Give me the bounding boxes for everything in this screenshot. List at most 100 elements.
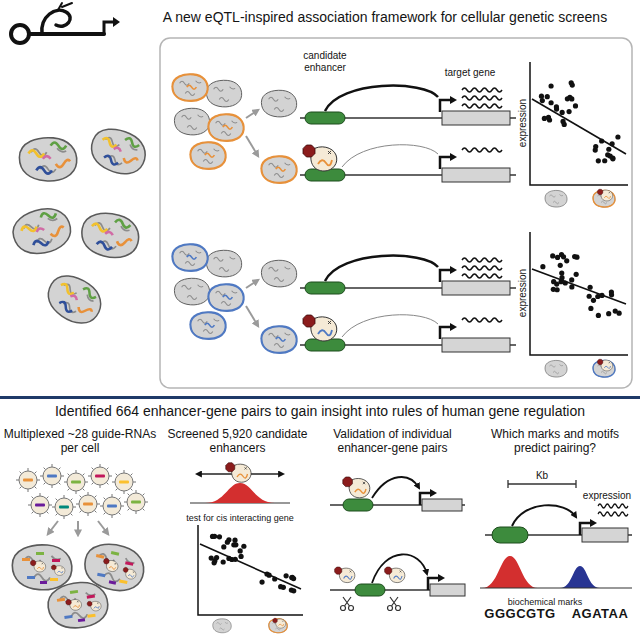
data-point [561, 254, 566, 259]
label-anchor: expression [512, 268, 530, 318]
data-point [564, 258, 569, 263]
data-point [593, 144, 598, 149]
virus-particles [76, 492, 100, 516]
validation-diagram [355, 584, 385, 596]
virus-particles [100, 494, 124, 518]
data-point [225, 540, 230, 545]
plot-axis [530, 232, 628, 355]
data-point [558, 263, 563, 268]
label-anchor: test for cis interacting gene [185, 507, 295, 525]
enhancer-screen [205, 483, 275, 503]
axis-cells [545, 189, 615, 207]
data-point [214, 555, 219, 560]
data-point [560, 119, 565, 124]
data-point [554, 104, 559, 109]
data-point [596, 313, 601, 318]
data-point [559, 270, 564, 275]
data-point [615, 134, 620, 139]
data-point [609, 292, 614, 297]
data-point [238, 548, 243, 553]
feature-diagram [480, 480, 632, 588]
data-point [574, 272, 579, 277]
validation-diagram [430, 584, 465, 596]
virus-particles [124, 490, 148, 514]
data-point [221, 559, 226, 564]
cell-population [9, 203, 76, 260]
label-anchor: GGGCGTG [483, 604, 556, 622]
data-point [539, 94, 544, 99]
virus-particles [16, 464, 148, 519]
heading-text: Multiplexed ~28 guide-RNAs per cell [3, 427, 157, 456]
data-point [291, 588, 296, 593]
plot-axis [198, 525, 303, 615]
data-point [210, 534, 215, 539]
data-point [555, 255, 560, 260]
feature-diagram [482, 556, 538, 588]
label-anchor: AGATAA [571, 604, 630, 622]
transduced-cells [12, 545, 72, 590]
heading-text: A new eQTL-inspired association framewor… [163, 9, 607, 26]
scatter-plot [530, 232, 628, 355]
annotation-label: biochemical marks [507, 597, 584, 607]
column: Validation of individual enhancer-gene p… [315, 427, 470, 460]
trend-line [532, 269, 626, 304]
label-anchor: expression [512, 98, 530, 148]
data-point [209, 556, 214, 561]
enhancer-screen [226, 463, 251, 483]
virus-particles [52, 495, 76, 519]
label-anchor: Kb [535, 465, 549, 483]
transduction-arrows [48, 521, 108, 535]
data-point [540, 264, 545, 269]
data-point [570, 82, 575, 87]
framework-panel [160, 38, 632, 388]
axis-cells [597, 189, 612, 201]
feature-diagram [512, 505, 576, 526]
virus-particles [28, 493, 52, 517]
label-anchor: expression [582, 485, 632, 503]
enhancer-screen [269, 619, 288, 633]
validation-diagram [388, 597, 401, 611]
data-point [565, 96, 570, 101]
annotation-label: expression [582, 490, 632, 502]
data-point [278, 584, 283, 589]
data-point [233, 542, 238, 547]
data-point [259, 579, 264, 584]
feature-diagram [598, 504, 628, 508]
heading-text: Which marks and motifs predict pairing? [478, 427, 632, 456]
logo-icon [11, 25, 29, 43]
data-point [587, 294, 592, 299]
data-point [548, 100, 553, 105]
divider-bar [0, 396, 640, 399]
data-point [540, 98, 545, 103]
transduced-cells [45, 579, 110, 632]
column: Screened 5,920 candidate enhancers [160, 427, 315, 460]
data-point [542, 116, 547, 121]
annotation-label: expression [517, 268, 529, 318]
data-point [555, 287, 560, 292]
data-point [232, 538, 237, 543]
motif-logo: AGATAA [571, 607, 630, 622]
annotation-label: test for cis interacting gene [185, 513, 295, 523]
data-point [569, 96, 574, 101]
plot-axis [530, 62, 628, 185]
data-point [573, 103, 578, 108]
validation-diagram [343, 499, 373, 511]
cell-population [78, 209, 142, 262]
feature-diagram [492, 527, 528, 543]
data-point [608, 154, 613, 159]
column: Multiplexed ~28 guide-RNAs per cell [0, 427, 160, 460]
virus-particles [16, 468, 40, 492]
motif-logo: GGGCGTG [483, 607, 556, 622]
label-anchor: target gene [444, 62, 497, 80]
data-point [572, 254, 577, 259]
logo-icon [11, 3, 120, 43]
feature-diagram [582, 528, 628, 542]
enhancer-screen [213, 619, 232, 633]
validation-diagram [330, 477, 465, 611]
virus-particles [112, 470, 136, 494]
screen-row [172, 244, 516, 353]
data-point [217, 534, 222, 539]
validation-diagram [341, 597, 354, 611]
